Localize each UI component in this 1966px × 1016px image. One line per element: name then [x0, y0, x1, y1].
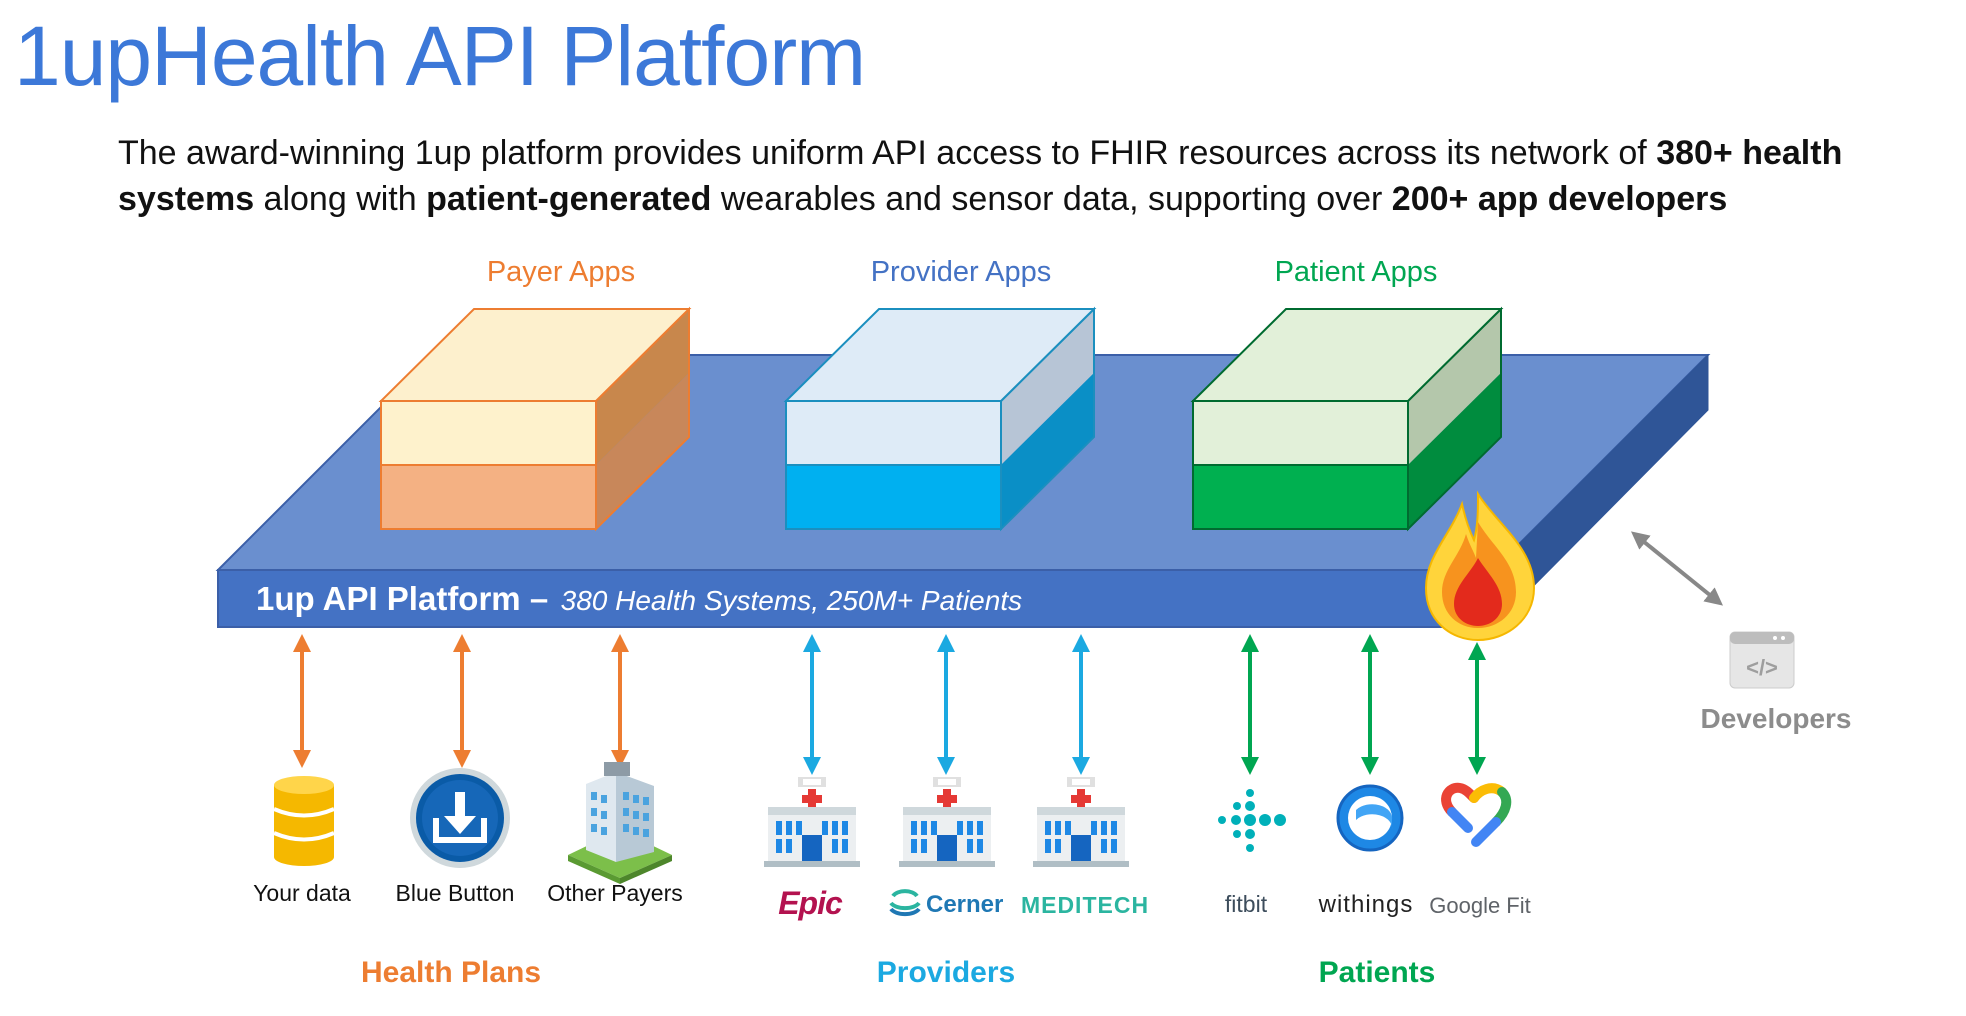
source-label-other-payers: Other Payers: [547, 880, 683, 906]
google-fit-icon: [1441, 782, 1512, 847]
withings-icon: [1336, 784, 1404, 852]
intro-bold-app-developers: 200+ app developers: [1391, 180, 1728, 218]
app-group-label-patient: Patient Apps: [1275, 256, 1438, 288]
fitbit-logo: fitbit: [1225, 891, 1268, 917]
page-title: 1upHealth API Platform: [14, 9, 866, 103]
developers-label: Developers: [1701, 703, 1852, 734]
office-building-icon: [568, 762, 672, 884]
source-label-your-data: Your data: [253, 880, 351, 906]
intro-text-2: along with: [254, 180, 427, 218]
developer-code-icon: </>: [1729, 631, 1795, 689]
fitbit-icon: [1218, 789, 1286, 852]
withings-logo: withings: [1318, 891, 1414, 918]
category-label-providers: Providers: [877, 956, 1015, 989]
category-label-patients: Patients: [1319, 956, 1436, 989]
fhir-flame-icon: [1424, 490, 1536, 642]
cerner-logo: Cerner: [889, 889, 1003, 918]
hospital-icon-cerner: [899, 777, 995, 867]
payer-apps-box: [378, 306, 692, 532]
app-group-label-payer: Payer Apps: [487, 256, 635, 288]
provider-apps-box: [783, 306, 1097, 532]
arrow-developers: [1630, 531, 1724, 606]
intro-bold-health-systems: 380+ health systems: [118, 134, 1843, 218]
platform-name: 1up API Platform –: [256, 580, 548, 617]
platform-label: 1up API Platform – 380 Health Systems, 2…: [256, 580, 1022, 617]
database-icon: [273, 776, 335, 866]
intro-text-1: The award-winning 1up platform provides …: [118, 134, 1657, 172]
patient-apps-box: [1190, 306, 1504, 532]
epic-logo: Epic: [778, 885, 843, 921]
hospital-icon-meditech: [1033, 777, 1129, 867]
google-fit-logo: Google Fit: [1429, 893, 1531, 918]
intro-bold-patient-generated: patient-generated: [426, 180, 712, 218]
hospital-icon-epic: [764, 777, 860, 867]
app-group-label-provider: Provider Apps: [871, 256, 1052, 288]
intro-paragraph: The award-winning 1up platform provides …: [118, 130, 1966, 222]
svg-text:</>: </>: [1746, 655, 1778, 680]
category-label-health-plans: Health Plans: [361, 956, 541, 989]
cerner-logo-text: Cerner: [926, 891, 1003, 918]
blue-button-download-icon: [410, 768, 510, 868]
meditech-logo: MEDITECH: [1021, 892, 1149, 918]
source-label-blue-button: Blue Button: [396, 880, 515, 906]
platform-detail: 380 Health Systems, 250M+ Patients: [561, 585, 1022, 616]
intro-text-3: wearables and sensor data, supporting ov…: [711, 180, 1392, 218]
